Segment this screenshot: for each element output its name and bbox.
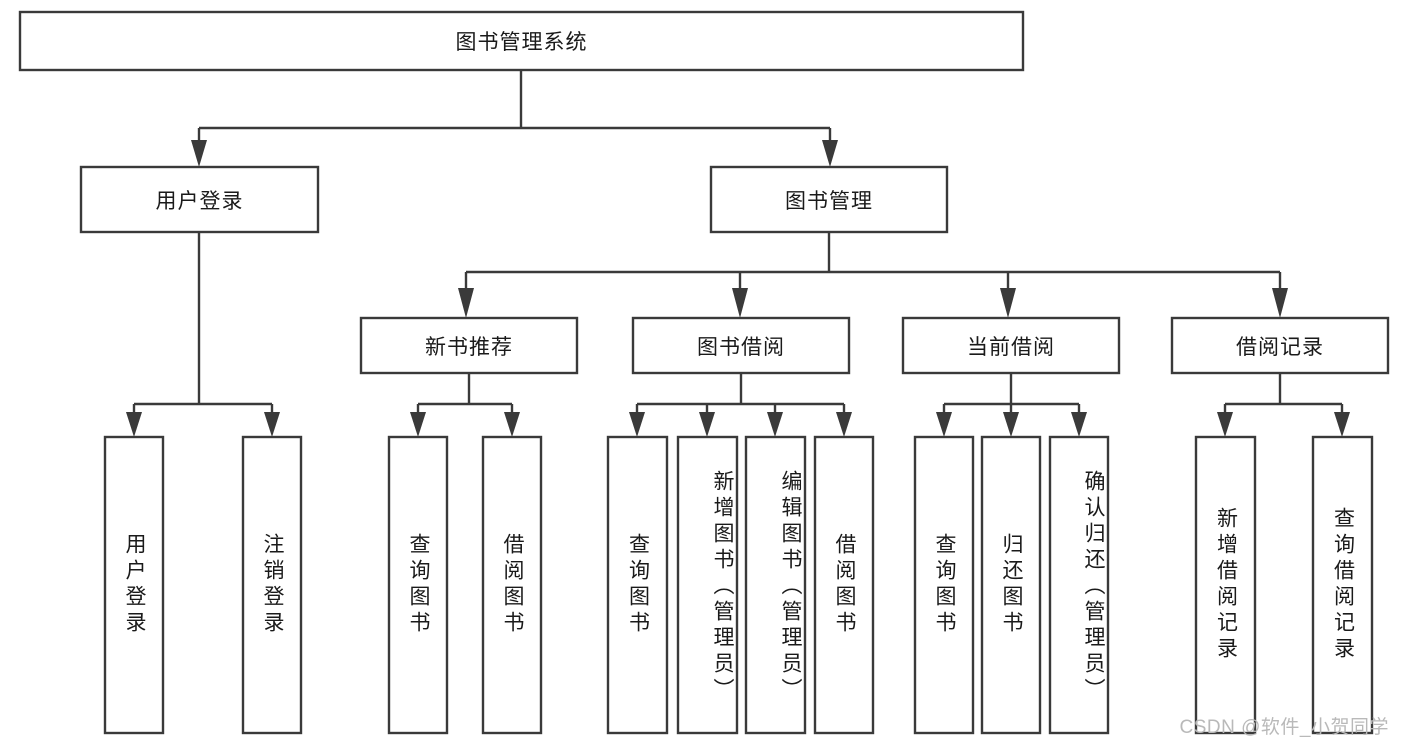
arrow-head-leaf-confirm-return: [1071, 412, 1087, 437]
node-box-leaf-query-record[interactable]: [1311, 435, 1374, 735]
arrow-head-leaf-query-book-new: [410, 412, 426, 437]
node-box-user-login[interactable]: [79, 165, 320, 234]
arrow-head-book-management: [822, 140, 838, 167]
arrow-head-leaf-borrow-book: [836, 412, 852, 437]
arrow-head-book-borrow: [732, 288, 748, 318]
arrow-head-leaf-edit-book: [767, 412, 783, 437]
node-box-book-management[interactable]: [709, 165, 949, 234]
node-box-leaf-return-book[interactable]: [980, 435, 1042, 735]
connector-root-to-level2: [191, 70, 838, 167]
arrow-head-current-borrow: [1000, 288, 1016, 318]
node-box-new-book-recommend[interactable]: [359, 316, 579, 375]
arrow-head-leaf-query-record: [1334, 412, 1350, 437]
connector-borrowrecords-to-leaves: [1217, 373, 1350, 437]
node-box-leaf-add-book[interactable]: [676, 435, 739, 735]
node-box-current-borrow[interactable]: [901, 316, 1121, 375]
node-box-leaf-edit-book[interactable]: [744, 435, 807, 735]
arrow-head-leaf-add-record: [1217, 412, 1233, 437]
node-box-leaf-query-book-borrow[interactable]: [606, 435, 669, 735]
connector-bookborrow-to-leaves: [629, 373, 852, 437]
arrow-head-leaf-return-book: [1003, 412, 1019, 437]
node-box-leaf-add-record[interactable]: [1194, 435, 1257, 735]
node-box-borrow-records[interactable]: [1170, 316, 1390, 375]
connector-newbook-to-leaves: [410, 373, 520, 437]
node-box-leaf-query-book-new[interactable]: [387, 435, 449, 735]
arrow-head-borrow-records: [1272, 288, 1288, 318]
node-box-root[interactable]: [18, 10, 1025, 72]
node-box-leaf-user-login[interactable]: [103, 435, 165, 735]
node-box-leaf-confirm-return[interactable]: [1048, 435, 1110, 735]
node-box-leaf-borrow-book-new[interactable]: [481, 435, 543, 735]
node-box-leaf-user-logout[interactable]: [241, 435, 303, 735]
node-box-leaf-query-book-current[interactable]: [913, 435, 975, 735]
arrow-head-leaf-query-book-borrow: [629, 412, 645, 437]
arrow-head-new-book-recommend: [458, 288, 474, 318]
arrow-head-user-login: [191, 140, 207, 167]
arrow-head-leaf-user-login: [126, 412, 142, 437]
arrow-head-leaf-query-book-current: [936, 412, 952, 437]
connector-bookmgmt-to-level3: [458, 232, 1288, 318]
arrow-head-leaf-borrow-book-new: [504, 412, 520, 437]
arrow-head-leaf-add-book: [699, 412, 715, 437]
connector-currentborrow-to-leaves: [936, 373, 1087, 437]
node-box-book-borrow[interactable]: [631, 316, 851, 375]
arrow-head-leaf-user-logout: [264, 412, 280, 437]
node-box-leaf-borrow-book[interactable]: [813, 435, 875, 735]
connector-userlogin-to-leaves: [126, 232, 280, 437]
